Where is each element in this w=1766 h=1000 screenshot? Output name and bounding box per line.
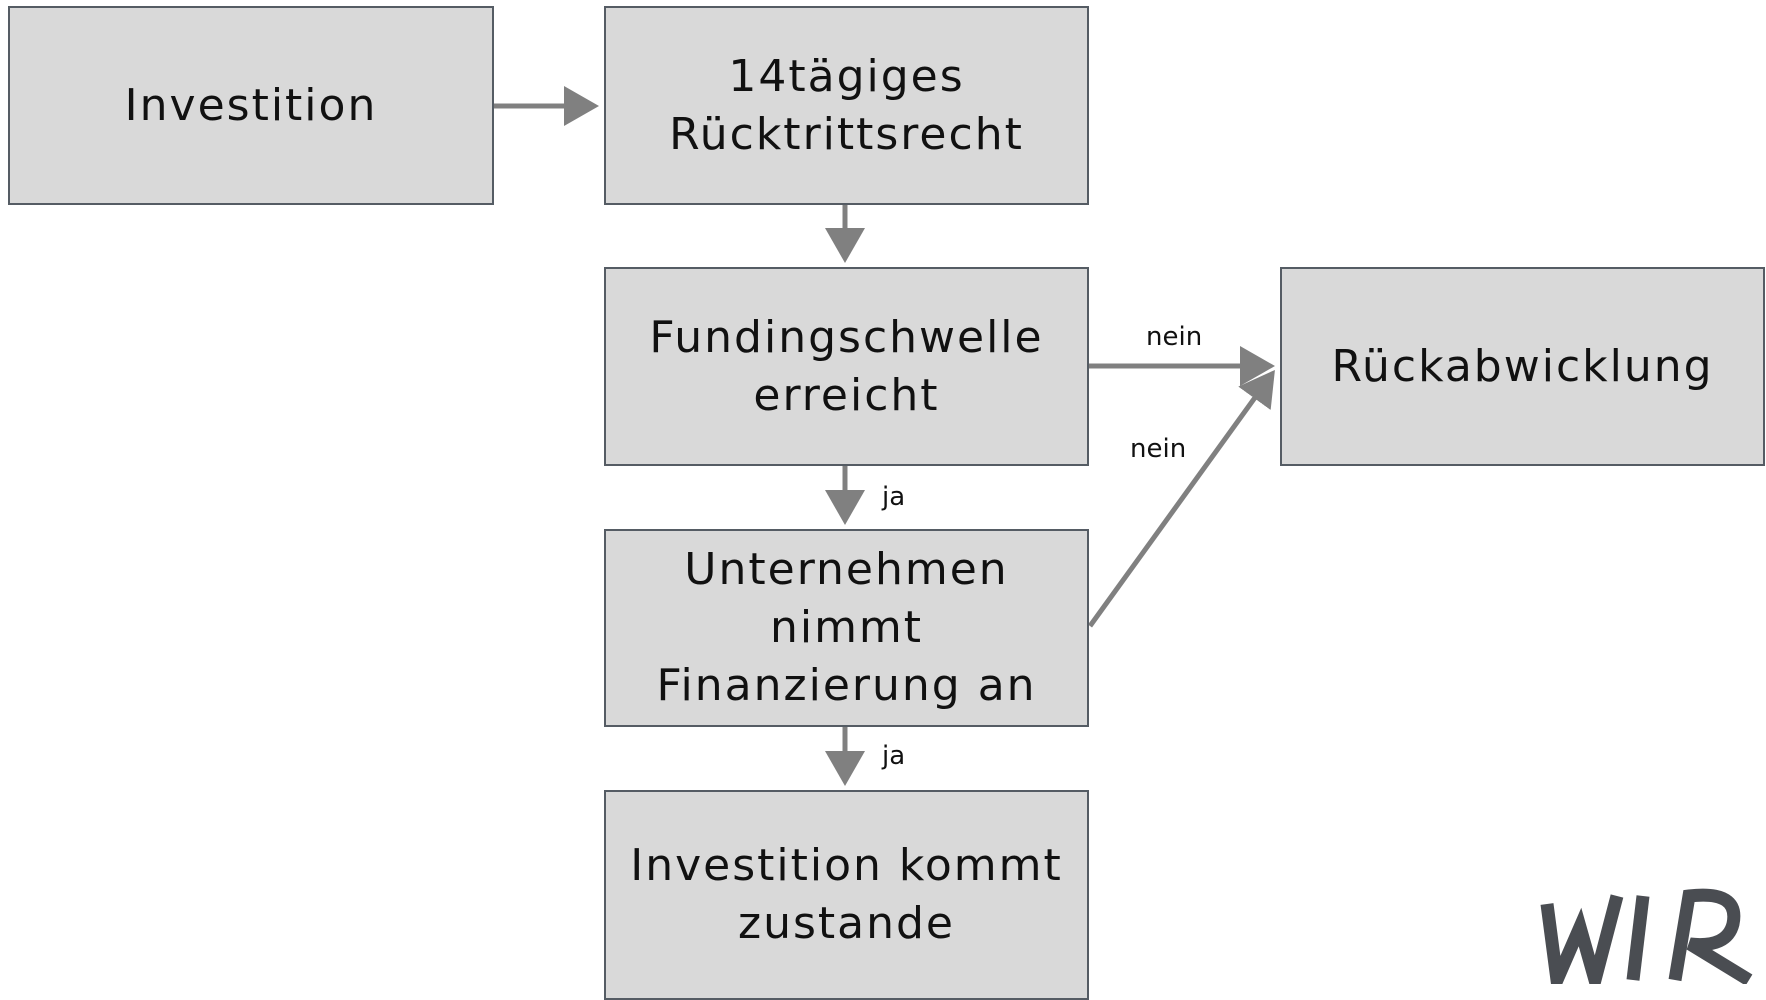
arrow-unternehmen-to-rueckabwicklung — [1087, 369, 1275, 628]
node-ruecktrittsrecht-line-2: Rücktrittsrecht — [669, 108, 1024, 160]
node-zustande-line-2: zustande — [737, 898, 955, 949]
node-investition-zustande: Investition kommt zustande — [604, 790, 1089, 1000]
node-unternehmen-line-3: Finanzierung an — [656, 660, 1037, 711]
node-unternehmen: Unternehmen nimmt Finanzierung an — [604, 529, 1089, 727]
node-rueckabwicklung: Rückabwicklung — [1280, 267, 1765, 466]
node-investition-line-1: Investition — [124, 79, 378, 131]
node-ruecktrittsrecht-line-1: 14tägiges — [728, 50, 965, 102]
edge-label-ja-1: ja — [882, 482, 906, 512]
node-fundingschwelle: Fundingschwelle erreicht — [604, 267, 1089, 466]
node-unternehmen-line-1: Unternehmen — [684, 544, 1009, 595]
wir-logo-icon — [1540, 888, 1753, 984]
node-unternehmen-line-2: nimmt — [769, 602, 924, 653]
node-fundingschwelle-line-2: erreicht — [753, 369, 940, 421]
node-fundingschwelle-line-1: Fundingschwelle — [649, 311, 1044, 363]
node-zustande-line-1: Investition kommt — [630, 840, 1063, 891]
edge-label-nein-top: nein — [1146, 322, 1203, 352]
node-investition: Investition — [8, 6, 494, 205]
edge-label-ja-2: ja — [882, 741, 906, 771]
edge-label-nein-diagonal: nein — [1130, 434, 1187, 464]
node-ruecktrittsrecht: 14tägiges Rücktrittsrecht — [604, 6, 1089, 205]
node-rueckabwicklung-line-1: Rückabwicklung — [1331, 340, 1714, 392]
